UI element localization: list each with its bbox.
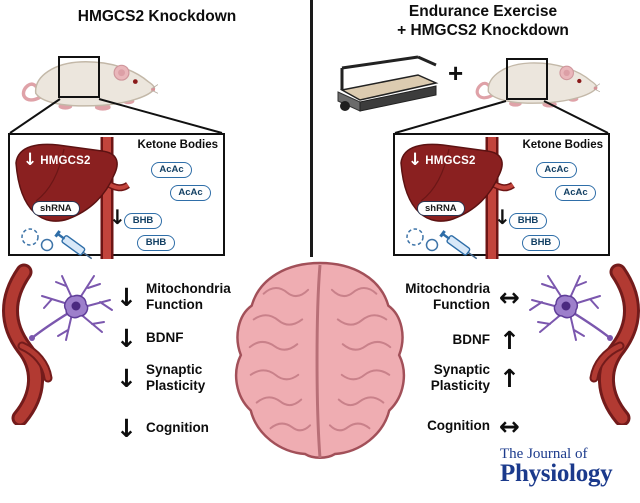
outcome-label: BDNF [452,332,491,348]
down-arrow-icon: ↓ [408,150,423,170]
journal-logo: The Journal of Physiology [500,446,613,487]
outcome-label: BDNF [145,330,184,346]
down-arrow-icon: ↓ [23,150,38,170]
outcome-cognition-right: Cognition ↔ [372,414,520,439]
outcome-label: Synaptic Plasticity [145,362,206,394]
right-panel-title-line1: Endurance Exercise [408,3,558,20]
outcome-label: Mitochondria Function [405,281,491,313]
zoom-lines-left [9,98,223,134]
ketone-pill: BHB [522,235,560,251]
outcome-mitochondria-left: ↓ Mitochondria Function [116,281,248,313]
syringe-icon [54,230,92,260]
liver-inset-right: ↓ HMGCS2 Ketone Bodies AcAc AcAc BHB BHB… [393,133,610,260]
outcome-label: Cognition [427,418,491,434]
outcome-synaptic-right: Synaptic Plasticity ↑ [372,362,520,394]
zoom-square-left [58,56,100,98]
outcome-bdnf-right: BDNF ↑ [372,328,520,353]
outcome-synaptic-left: ↓ Synaptic Plasticity [116,362,248,394]
shrna-badge: shRNA [32,201,80,216]
panel-divider-line [310,0,313,257]
hmgcs2-knockdown-label: ↓ HMGCS2 [408,152,476,169]
syringe-icon [439,230,477,260]
down-arrow-icon: ↓ [116,324,137,353]
down-arrow-icon: ↓ [109,205,126,229]
liver-inset-left: ↓ HMGCS2 Ketone Bodies AcAc AcAc BHB BHB… [8,133,225,260]
outcome-label: Synaptic Plasticity [430,362,491,394]
plus-sign: + [448,58,464,88]
neuron-vessel-illustration-right [520,260,640,425]
left-panel-title: HMGCS2 Knockdown [77,8,237,25]
ketone-pill: AcAc [151,162,192,178]
down-arrow-icon: ↓ [116,414,137,443]
left-right-arrow-icon: ↔ [499,282,520,312]
neuron-vessel-illustration-left [2,260,122,425]
ketone-pill: AcAc [170,185,211,201]
hmgcs2-knockdown-label: ↓ HMGCS2 [23,152,91,169]
ketone-pill: BHB [509,213,547,229]
ketone-pill: BHB [137,235,175,251]
ketone-bodies-title: Ketone Bodies [522,139,603,151]
journal-logo-line1: The Journal of [500,446,588,462]
treadmill-illustration [337,55,439,112]
right-panel-title-line2: + HMGCS2 Knockdown [397,21,569,39]
down-arrow-icon: ↓ [116,363,137,393]
outcome-mitochondria-right: Mitochondria Function ↔ [372,281,520,313]
ketone-bodies-title: Ketone Bodies [137,139,218,151]
outcome-cognition-left: ↓ Cognition [116,416,209,441]
down-arrow-icon: ↓ [494,205,511,229]
down-arrow-icon: ↓ [116,282,137,312]
outcome-bdnf-left: ↓ BDNF [116,326,183,351]
ketone-pill: AcAc [555,185,596,201]
hmgcs2-label: HMGCS2 [425,154,476,167]
right-panel-title: Endurance Exercise + HMGCS2 Knockdown [373,3,593,40]
up-arrow-icon: ↑ [499,363,520,393]
brain-illustration [234,261,406,459]
hmgcs2-label: HMGCS2 [40,154,91,167]
ketone-pill: BHB [124,213,162,229]
journal-logo-line2: Physiology [500,459,613,487]
zoom-square-right [506,58,548,100]
zoom-lines-right [394,100,609,134]
ketone-pill: AcAc [536,162,577,178]
outcome-label: Cognition [145,420,209,436]
left-right-arrow-icon: ↔ [499,412,520,441]
up-arrow-icon: ↑ [499,326,520,355]
outcome-label: Mitochondria Function [145,281,231,313]
shrna-badge: shRNA [417,201,465,216]
